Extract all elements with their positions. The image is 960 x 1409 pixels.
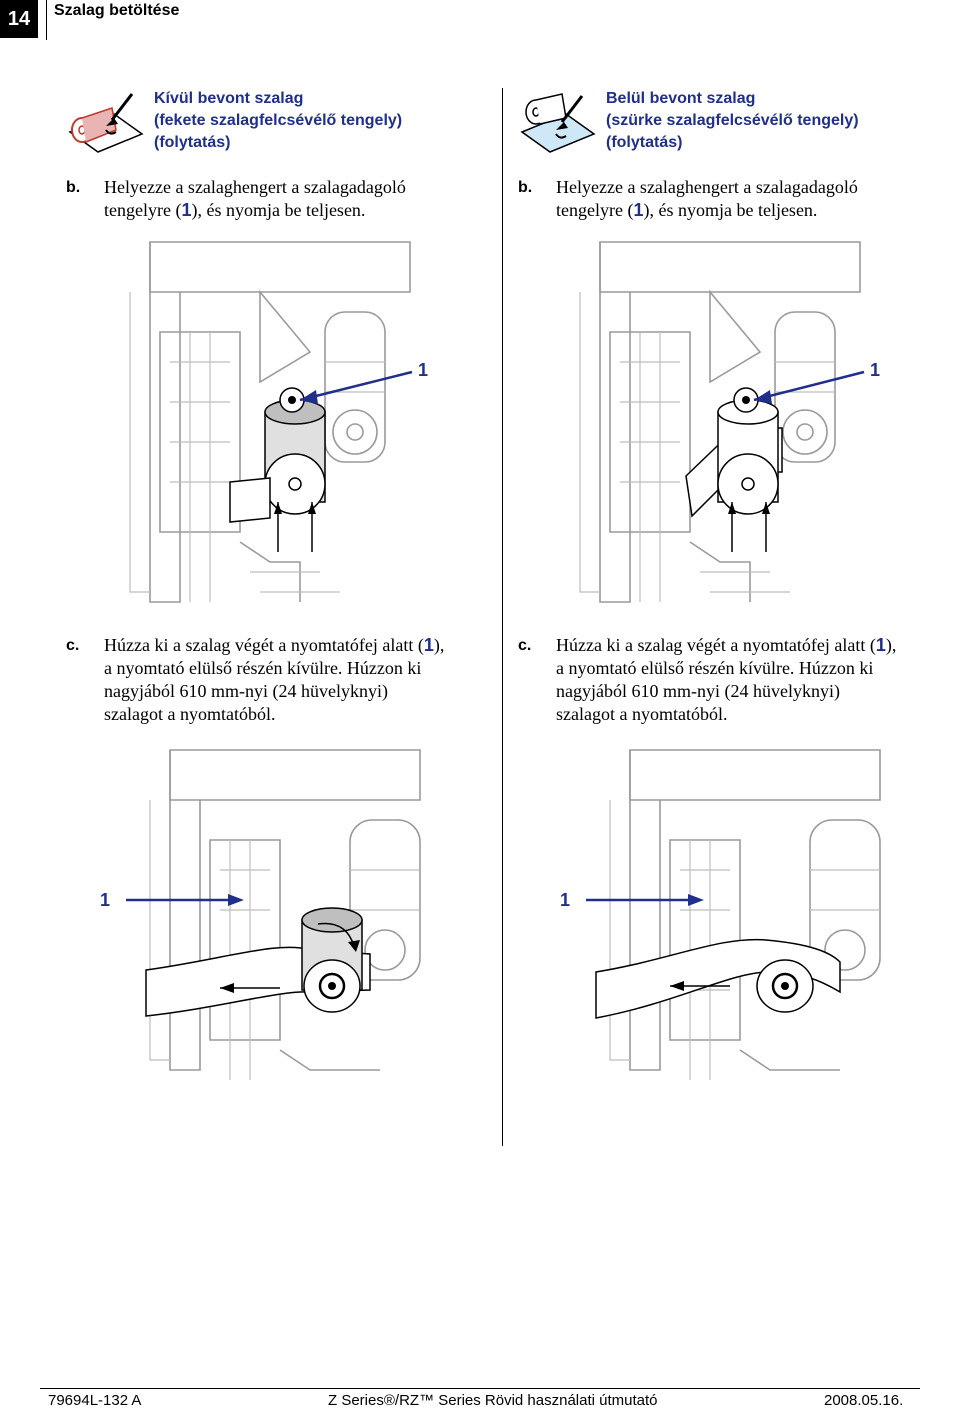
right-step-b-text: tengelyre ( (556, 200, 634, 220)
right-step-b-ref: 1 (633, 200, 644, 220)
page-number-box (0, 0, 38, 38)
footer-date: 2008.05.16. (824, 1392, 904, 1409)
left-step-b-text: tengelyre ( (104, 200, 182, 220)
left-illustration-c: 1 (100, 749, 421, 1080)
right-step-c-line-4: szalagot a nyomtatóból. (556, 704, 728, 724)
column-divider (502, 88, 503, 1146)
footer-divider (40, 1388, 920, 1389)
left-step-b-text-end: ), és nyomja be teljesen. (191, 200, 366, 220)
left-step-c: c. Húzza ki a szalag végét a nyomtatófej… (66, 634, 494, 726)
right-illustration-c: 1 (560, 749, 881, 1080)
right-callout-c: 1 (560, 890, 570, 910)
right-step-c-text-end: ), (885, 635, 897, 655)
header-title: Szalag betöltése (54, 2, 180, 19)
right-step-b: b. Helyezze a szalaghengert a szalagadag… (518, 176, 936, 222)
right-step-b-text-end: ), és nyomja be teljesen. (643, 200, 818, 220)
left-callout-c: 1 (100, 890, 110, 910)
right-step-b-label: b. (518, 179, 533, 196)
left-step-b-label: b. (66, 179, 81, 196)
right-step-c-line-3: nagyjából 610 mm-nyi (24 hüvelyknyi) (556, 681, 840, 701)
right-step-c-line-1: Húzza ki a szalag végét a nyomtatófej al… (556, 634, 946, 657)
right-title-line-2: (szürke szalagfelcsévélő tengely) (606, 112, 859, 129)
left-title-line-1: Kívül bevont szalag (154, 90, 304, 107)
left-step-c-text: Húzza ki a szalag végét a nyomtatófej al… (104, 635, 424, 655)
right-step-c-label: c. (518, 637, 532, 654)
left-step-b-line-2: tengelyre (1), és nyomja be teljesen. (104, 199, 484, 222)
right-step-c-line-2: a nyomtató elülső részén kívülre. Húzzon… (556, 658, 874, 678)
left-title-line-2: (fekete szalagfelcsévélő tengely) (154, 112, 403, 129)
right-step-b-line-1: Helyezze a szalaghengert a szalagadagoló (556, 177, 858, 197)
footer-manual-title: Z Series®/RZ™ Series Rövid használati út… (328, 1392, 658, 1409)
footer-doc-number: 79694L-132 A (48, 1392, 142, 1409)
right-title-line-1: Belül bevont szalag (606, 90, 756, 107)
left-step-c-label: c. (66, 637, 80, 654)
header-divider (46, 0, 47, 40)
left-step-c-line-2: a nyomtató elülső részén kívülre. Húzzon… (104, 658, 422, 678)
right-step-c-ref: 1 (875, 635, 886, 655)
right-step-c: c. Húzza ki a szalag végét a nyomtatófej… (518, 634, 946, 726)
left-step-c-line-1: Húzza ki a szalag végét a nyomtatófej al… (104, 634, 494, 657)
left-callout-b: 1 (418, 360, 428, 380)
right-section-title: Belül bevont szalag (szürke szalagfelcsé… (606, 88, 859, 154)
right-step-b-line-2: tengelyre (1), és nyomja be teljesen. (556, 199, 936, 222)
left-step-b: b. Helyezze a szalaghengert a szalagadag… (66, 176, 484, 222)
left-step-c-text-end: ), (433, 635, 445, 655)
ribbon-inside-coated-icon (520, 93, 596, 153)
left-illustration-b: 1 (129, 241, 428, 603)
right-step-c-text: Húzza ki a szalag végét a nyomtatófej al… (556, 635, 876, 655)
left-step-c-ref: 1 (423, 635, 434, 655)
left-step-c-line-3: nagyjából 610 mm-nyi (24 hüvelyknyi) (104, 681, 388, 701)
page-number: 14 (7, 8, 31, 30)
left-title-line-3: (folytatás) (154, 134, 231, 151)
left-step-b-line-1: Helyezze a szalaghengert a szalagadagoló (104, 177, 406, 197)
left-step-b-ref: 1 (181, 200, 192, 220)
left-step-c-line-4: szalagot a nyomtatóból. (104, 704, 276, 724)
right-illustration-b: 1 (579, 241, 880, 603)
right-title-line-3: (folytatás) (606, 134, 683, 151)
right-callout-b: 1 (870, 360, 880, 380)
left-section-title: Kívül bevont szalag (fekete szalagfelcsé… (154, 88, 402, 154)
ribbon-outside-coated-icon (68, 93, 144, 153)
